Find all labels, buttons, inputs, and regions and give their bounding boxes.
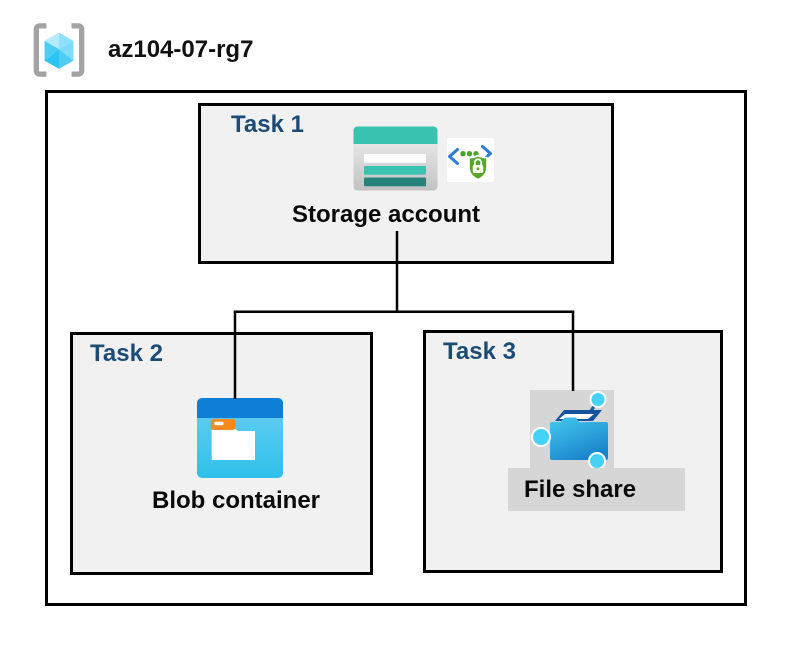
task2-label: Task 2 <box>90 340 163 367</box>
task2-box: Task 2 Blob container <box>70 332 373 575</box>
task3-label: Task 3 <box>443 338 516 365</box>
file-share-icon <box>531 391 608 470</box>
resource-group-name: az104-07-rg7 <box>108 36 254 63</box>
code-shield-lock-icon <box>447 138 494 182</box>
resource-group-icon <box>33 23 85 77</box>
task1-item-label: Storage account <box>291 201 481 228</box>
task2-item-label: Blob container <box>151 487 321 514</box>
task3-item-label: File share <box>524 476 637 503</box>
task1-box: Task 1 Storage account <box>198 103 614 264</box>
task1-label: Task 1 <box>231 111 304 138</box>
blob-container-icon <box>197 398 283 478</box>
storage-account-icon <box>353 126 438 191</box>
file-share-icon-highlight <box>530 390 614 470</box>
task3-box: Task 3 File share <box>423 330 723 573</box>
task3-item-highlight: File share <box>508 468 685 511</box>
